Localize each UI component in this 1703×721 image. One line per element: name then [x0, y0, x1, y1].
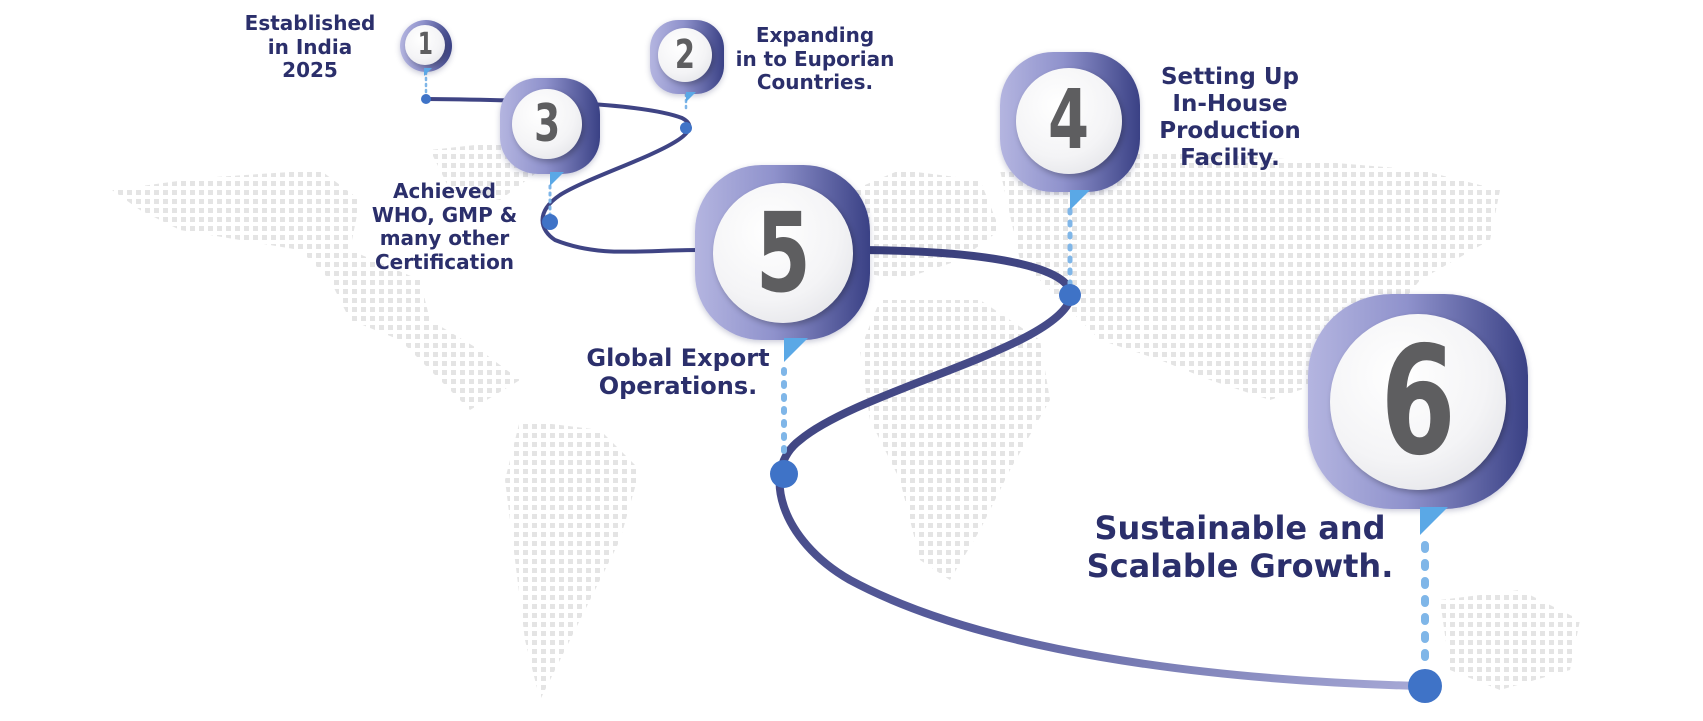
timeline-dot-3	[542, 214, 558, 230]
milestone-number-6: 6	[1380, 315, 1456, 489]
milestone-number-5: 5	[755, 189, 811, 317]
path-segment-5-4	[775, 246, 1424, 690]
milestone-number-3: 3	[533, 94, 561, 154]
marker-6-tail	[1420, 507, 1448, 535]
milestone-label-5: Global Export Operations.	[586, 344, 770, 401]
milestone-number-2: 2	[674, 32, 696, 78]
timeline-dot-5	[770, 460, 798, 488]
marker-4-tail	[1070, 190, 1090, 210]
milestone-number-1: 1	[417, 27, 433, 62]
milestone-marker-3: 3	[500, 78, 600, 174]
milestone-label-6: Sustainable and Scalable Growth.	[1086, 509, 1394, 585]
timeline-dot-6	[1408, 669, 1442, 703]
milestone-marker-1: 1	[400, 20, 452, 72]
milestone-marker-6: 6	[1308, 294, 1528, 509]
milestone-label-4: Setting Up In-House Production Facility.	[1159, 64, 1301, 172]
marker-2-tail	[686, 92, 696, 102]
marker-3-tail	[550, 172, 564, 186]
milestone-label-2: Expanding in to Euporian Countries.	[735, 23, 895, 95]
timeline-dot-2	[680, 122, 692, 134]
milestone-label-1: Established in India 2025	[244, 11, 376, 83]
timeline-dot-1	[421, 94, 431, 104]
milestone-marker-4: 4	[1000, 52, 1140, 192]
timeline-dot-4	[1059, 284, 1081, 306]
milestone-label-3: Achieved WHO, GMP & many other Certifica…	[371, 179, 518, 274]
marker-1-tail	[424, 68, 432, 76]
marker-5-tail	[784, 338, 808, 362]
milestone-number-4: 4	[1048, 73, 1090, 168]
milestone-marker-5: 5	[695, 165, 870, 340]
milestone-marker-2: 2	[650, 20, 724, 94]
